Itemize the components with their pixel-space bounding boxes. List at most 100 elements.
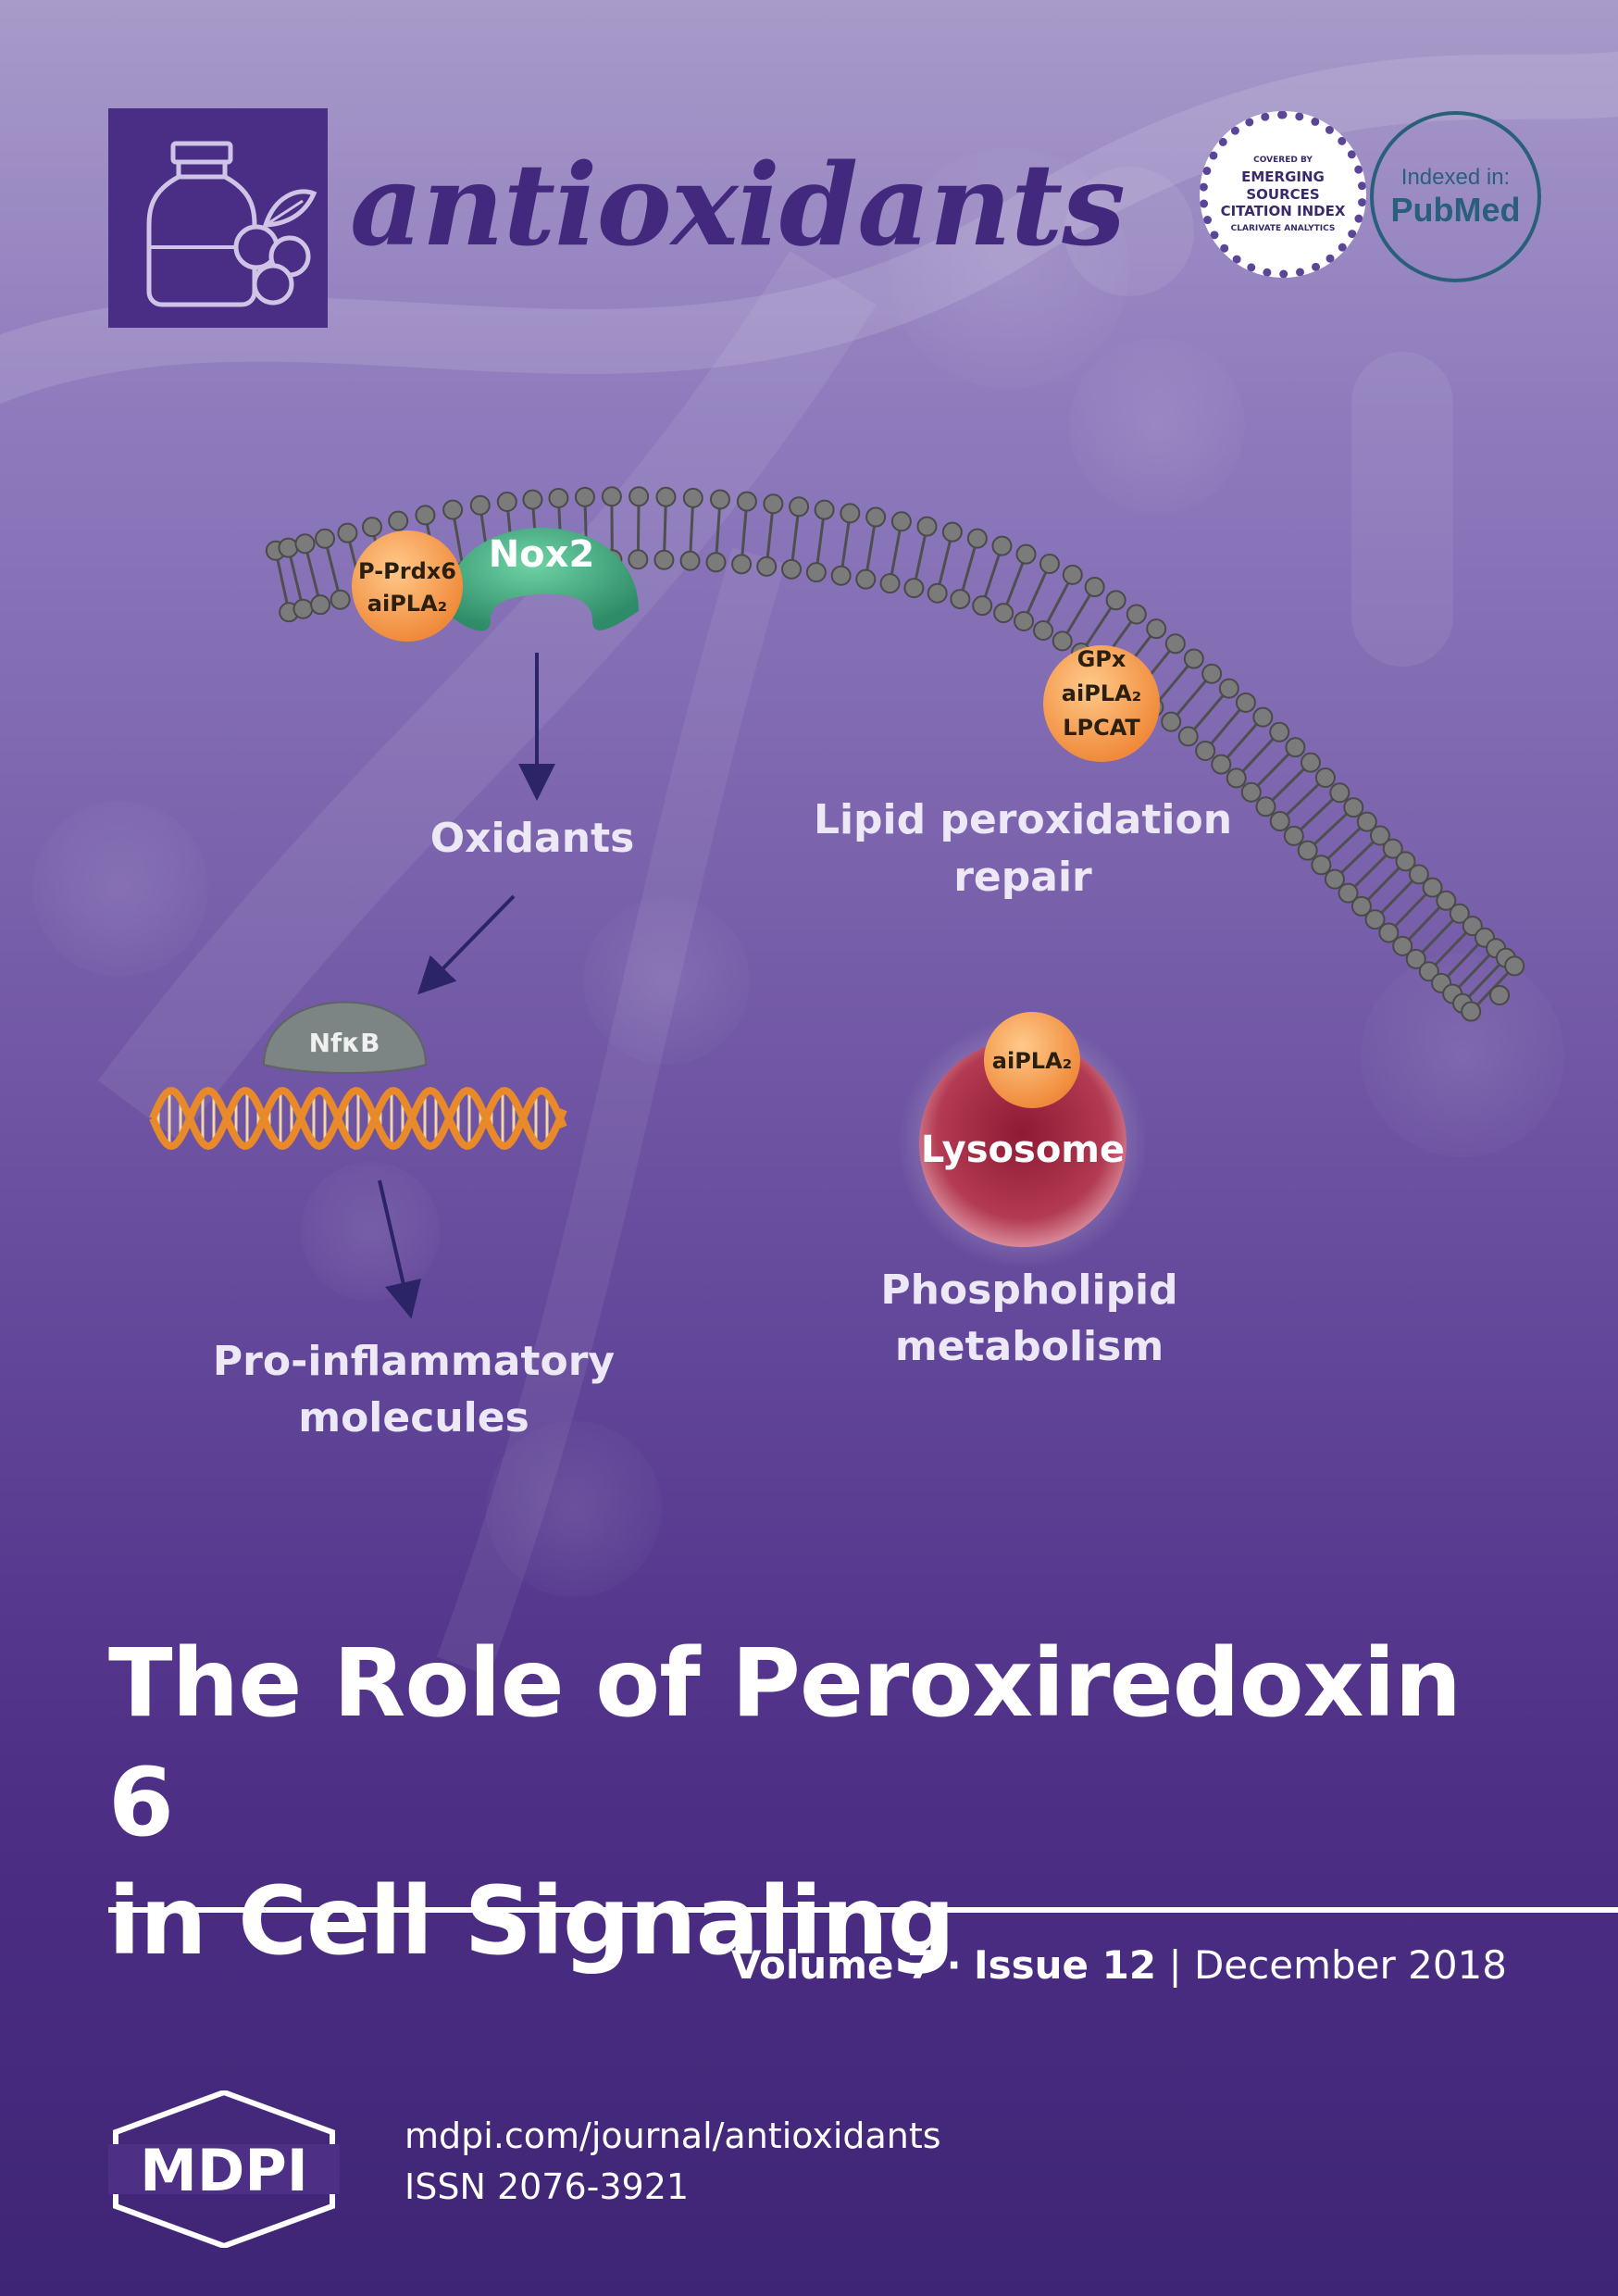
lipid-head xyxy=(993,603,1014,624)
lipid-head xyxy=(1218,678,1239,699)
lysosome xyxy=(919,1040,1126,1247)
lipid-tail xyxy=(912,526,928,589)
lipid-head xyxy=(879,573,901,594)
lipid-tail xyxy=(1220,716,1264,766)
lipid-tail xyxy=(1235,730,1281,780)
pubmed-indexed-in: Indexed in: xyxy=(1400,164,1511,190)
lipid-head xyxy=(362,517,383,538)
lipid-head xyxy=(789,496,810,518)
lipid-tail xyxy=(1414,912,1461,960)
signaling-diagram: Nox2 P-Prdx6 aiPLA₂ GPx aiPLA₂ LPCAT Oxi… xyxy=(149,486,1525,1441)
lipid-head xyxy=(763,493,784,515)
lipid-head xyxy=(1146,618,1167,640)
esci-badge: COVERED BY EMERGING SOURCES CITATION IND… xyxy=(1200,111,1366,278)
lipid-head xyxy=(1226,767,1247,789)
prdx6-label-1: P-Prdx6 xyxy=(358,558,456,584)
lipid-head xyxy=(1240,781,1262,803)
nfkb-label: NfκB xyxy=(309,1028,380,1058)
lipid-head xyxy=(1177,726,1199,747)
lipid-tail xyxy=(864,517,877,580)
nox2-label: Nox2 xyxy=(489,533,595,576)
lipid-head xyxy=(1369,825,1390,846)
lysosome-enzyme-node xyxy=(984,1012,1080,1108)
lipid-tail xyxy=(1022,563,1052,622)
lysosome-label: Lysosome xyxy=(921,1129,1125,1171)
volume-number: Volume 7 xyxy=(730,1942,935,1988)
lipid-head xyxy=(1201,663,1223,684)
issue-separator: · xyxy=(946,1942,962,1988)
gpx-label-2: aiPLA₂ xyxy=(1062,680,1141,706)
lipid-tail xyxy=(958,538,979,600)
lipid-tail xyxy=(636,496,641,560)
lipid-head xyxy=(756,555,778,577)
lipid-head xyxy=(1364,909,1386,930)
lipid-head xyxy=(1408,864,1429,885)
phospholipid-label-1: Phospholipid xyxy=(880,1267,1177,1314)
lipid-head xyxy=(1462,916,1483,937)
lipid-head xyxy=(736,491,757,512)
lipid-tail xyxy=(1061,586,1096,643)
oxidants-label: Oxidants xyxy=(430,815,635,862)
issue-date: December 2018 xyxy=(1193,1942,1507,1988)
lipid-head xyxy=(865,506,887,528)
lipid-tail xyxy=(287,547,305,610)
lipid-head xyxy=(1382,838,1403,859)
lipid-head xyxy=(991,535,1013,556)
pubmed-badge: Indexed in: PubMed xyxy=(1370,111,1541,282)
lipid-head xyxy=(1489,985,1510,1005)
lipid-head xyxy=(1418,961,1439,982)
mdpi-logo: MDPI xyxy=(108,2090,340,2248)
lipid-head xyxy=(1311,855,1332,876)
lipid-head xyxy=(1314,767,1336,789)
lipid-head xyxy=(629,486,650,507)
esci-clarivate: CLARIVATE ANALYTICS xyxy=(1230,224,1336,234)
dna-strand xyxy=(149,1086,567,1151)
lipid-head xyxy=(294,533,316,555)
lipid-head xyxy=(840,503,861,524)
prdx6-node xyxy=(352,530,463,642)
lipid-tail xyxy=(689,497,695,561)
lipid-peroxidation-label-1: Lipid peroxidation xyxy=(814,796,1232,843)
lipid-head xyxy=(548,487,569,508)
lipid-head xyxy=(890,511,912,532)
dna-helix xyxy=(149,1086,567,1151)
lipid-head xyxy=(1084,577,1105,598)
issue-number: Issue 12 xyxy=(974,1942,1157,1988)
bottle-berries-icon xyxy=(146,141,317,307)
lipid-head xyxy=(927,582,948,604)
lipid-head xyxy=(1161,711,1182,732)
esci-line: SOURCES xyxy=(1246,185,1320,203)
gpx-node xyxy=(1043,645,1160,762)
lipid-tail xyxy=(815,509,827,573)
lipid-peroxidation-label-2: repair xyxy=(953,854,1092,901)
lipid-head xyxy=(442,499,464,520)
article-title-line-1: The Role of Peroxiredoxin 6 xyxy=(108,1628,1462,1858)
lipid-tail xyxy=(1360,860,1407,907)
lipid-head xyxy=(1105,590,1126,611)
pubmed-label: PubMed xyxy=(1390,190,1521,229)
lipid-tail xyxy=(714,499,722,563)
lipid-tail xyxy=(1401,899,1448,947)
lipid-tail xyxy=(765,504,775,567)
journal-url[interactable]: mdpi.com/journal/antioxidants xyxy=(404,2115,941,2156)
journal-issn: ISSN 2076-3921 xyxy=(404,2166,690,2207)
lysosome-enzyme-label: aiPLA₂ xyxy=(992,1048,1072,1074)
lipid-head xyxy=(830,565,852,586)
lipid-head xyxy=(855,568,877,590)
lipid-head xyxy=(388,510,409,531)
prdx6-label-2: aiPLA₂ xyxy=(367,591,447,617)
lipid-head xyxy=(950,589,971,610)
lipid-tail xyxy=(1002,554,1027,614)
lipid-head xyxy=(628,549,649,570)
lipid-head xyxy=(330,589,351,610)
mdpi-logo-text: MDPI xyxy=(140,2137,308,2204)
lipid-head xyxy=(1461,1001,1482,1022)
lipid-head xyxy=(972,595,993,617)
esci-line: EMERGING xyxy=(1241,168,1325,185)
lipid-head xyxy=(1350,895,1372,917)
lipid-head xyxy=(1343,797,1364,818)
lipid-head xyxy=(1062,564,1083,585)
lipid-tail xyxy=(1079,599,1117,654)
esci-covered-by: COVERED BY xyxy=(1253,155,1313,165)
lipid-tail xyxy=(1306,806,1355,852)
